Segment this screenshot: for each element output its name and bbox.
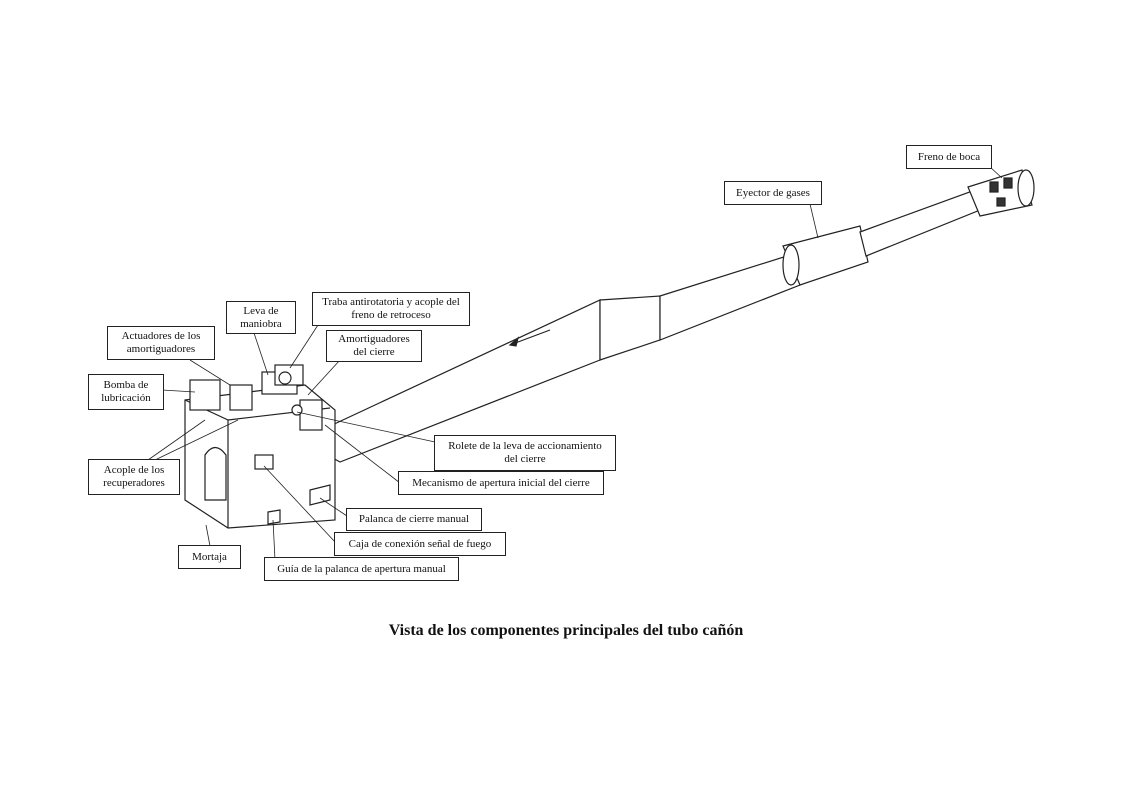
leader-palanca — [319, 497, 348, 517]
leader-actuadores — [189, 359, 231, 386]
label-actuadores: Actuadores de los amortiguadores — [107, 326, 215, 360]
label-palanca-cierre: Palanca de cierre manual — [346, 508, 482, 531]
label-leva-maniobra: Leva de maniobra — [226, 301, 296, 334]
label-acople-recuperadores: Acople de los recuperadores — [88, 459, 180, 495]
leader-guia — [272, 519, 276, 561]
leader-leva — [253, 332, 269, 376]
leader-acople-1 — [147, 419, 206, 461]
leader-caja — [263, 465, 337, 544]
figure-caption: Vista de los componentes principales del… — [388, 622, 744, 639]
barrel-taper — [599, 295, 661, 361]
label-mortaja: Mortaja — [178, 545, 241, 569]
mortise-slot — [204, 446, 227, 501]
label-caja-conexion: Caja de conexión señal de fuego — [334, 532, 506, 556]
muzzle-brake — [967, 169, 1033, 217]
leader-traba — [289, 324, 319, 369]
leader-mecanismo — [324, 424, 401, 484]
leader-mortaja — [205, 524, 211, 547]
label-amortiguadores-cierre: Amortiguadores del cierre — [326, 330, 422, 362]
leader-acople-2 — [154, 419, 239, 461]
label-eyector-gases: Eyector de gases — [724, 181, 822, 205]
label-guia-palanca: Guía de la palanca de apertura manual — [264, 557, 459, 581]
label-rolete-leva: Rolete de la leva de accionamiento del c… — [434, 435, 616, 471]
barrel-forward — [859, 189, 981, 257]
barrel-middle — [659, 254, 801, 341]
leader-bomba — [161, 389, 196, 393]
label-traba-antirotatoria: Traba antirotatoria y acople del freno d… — [312, 292, 470, 326]
label-freno-boca: Freno de boca — [906, 145, 992, 169]
leader-freno-boca — [989, 166, 1003, 179]
label-mecanismo-apertura: Mecanismo de apertura inicial del cierre — [398, 471, 604, 495]
leader-amortiguadores — [307, 359, 341, 396]
leader-eyector — [809, 203, 819, 239]
leader-rolete — [296, 411, 436, 443]
label-bomba-lubricacion: Bomba de lubricación — [88, 374, 164, 410]
